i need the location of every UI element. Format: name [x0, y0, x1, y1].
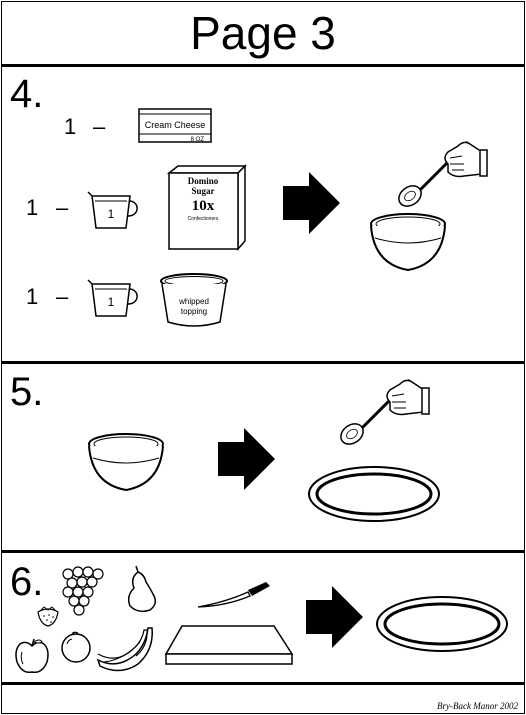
page-title: Page 3	[190, 7, 336, 59]
divider-step5	[1, 550, 525, 553]
cup-amount-sugar: 1	[108, 207, 115, 221]
step-6-number: 6.	[10, 560, 44, 604]
credit-text: Bry-Back Manor 2002	[437, 701, 518, 711]
hand-spoon-icon	[340, 378, 430, 445]
grapes-icon	[62, 566, 104, 616]
banana-icon	[96, 627, 153, 672]
pie-plate-icon	[376, 596, 508, 652]
strawberry-icon	[37, 606, 59, 627]
sugar-type: Confectioners	[188, 216, 219, 222]
arrow-right-icon	[306, 586, 363, 648]
hand-spoon-icon	[398, 140, 488, 207]
dash-sugar: –	[56, 195, 69, 220]
dash-topping: –	[56, 284, 69, 309]
sugar-name: Sugar	[191, 186, 214, 196]
orange-icon	[61, 631, 91, 663]
sugar-box-icon: Domino Sugar 10x Confectioners	[166, 164, 247, 251]
qty-topping: 1	[26, 284, 39, 309]
whipped-topping-tub-icon: whipped topping	[160, 273, 228, 327]
topping-label-1: whipped	[178, 297, 209, 306]
knife-icon	[197, 582, 270, 608]
mixing-bowl-icon	[370, 213, 446, 272]
qty-cream-cheese: 1	[64, 114, 77, 139]
sugar-brand: Domino	[188, 176, 219, 186]
apple-icon	[15, 638, 49, 674]
arrow-right-icon	[283, 172, 340, 234]
arrow-right-icon	[218, 428, 275, 490]
sugar-grade: 10x	[192, 198, 215, 214]
cutting-board-icon	[164, 625, 294, 665]
step-4-number: 4.	[10, 72, 44, 116]
divider-title	[1, 64, 525, 67]
topping-label-2: topping	[181, 307, 207, 316]
measuring-cup-icon: 1	[87, 191, 138, 229]
step-5-number: 5.	[10, 370, 44, 414]
mixing-bowl-icon	[88, 433, 164, 492]
qty-sugar: 1	[26, 195, 39, 220]
cream-cheese-label: Cream Cheese	[145, 120, 206, 130]
dash-cream-cheese: –	[93, 114, 106, 139]
measuring-cup-icon: 1	[87, 279, 138, 317]
pie-plate-icon	[308, 466, 440, 522]
pear-icon	[127, 565, 157, 613]
cream-cheese-icon: Cream Cheese 8 OZ	[138, 108, 212, 143]
divider-step4	[1, 361, 525, 364]
cream-cheese-size: 8 OZ	[191, 137, 205, 143]
divider-step6	[1, 682, 525, 685]
cup-amount-topping: 1	[108, 295, 115, 309]
